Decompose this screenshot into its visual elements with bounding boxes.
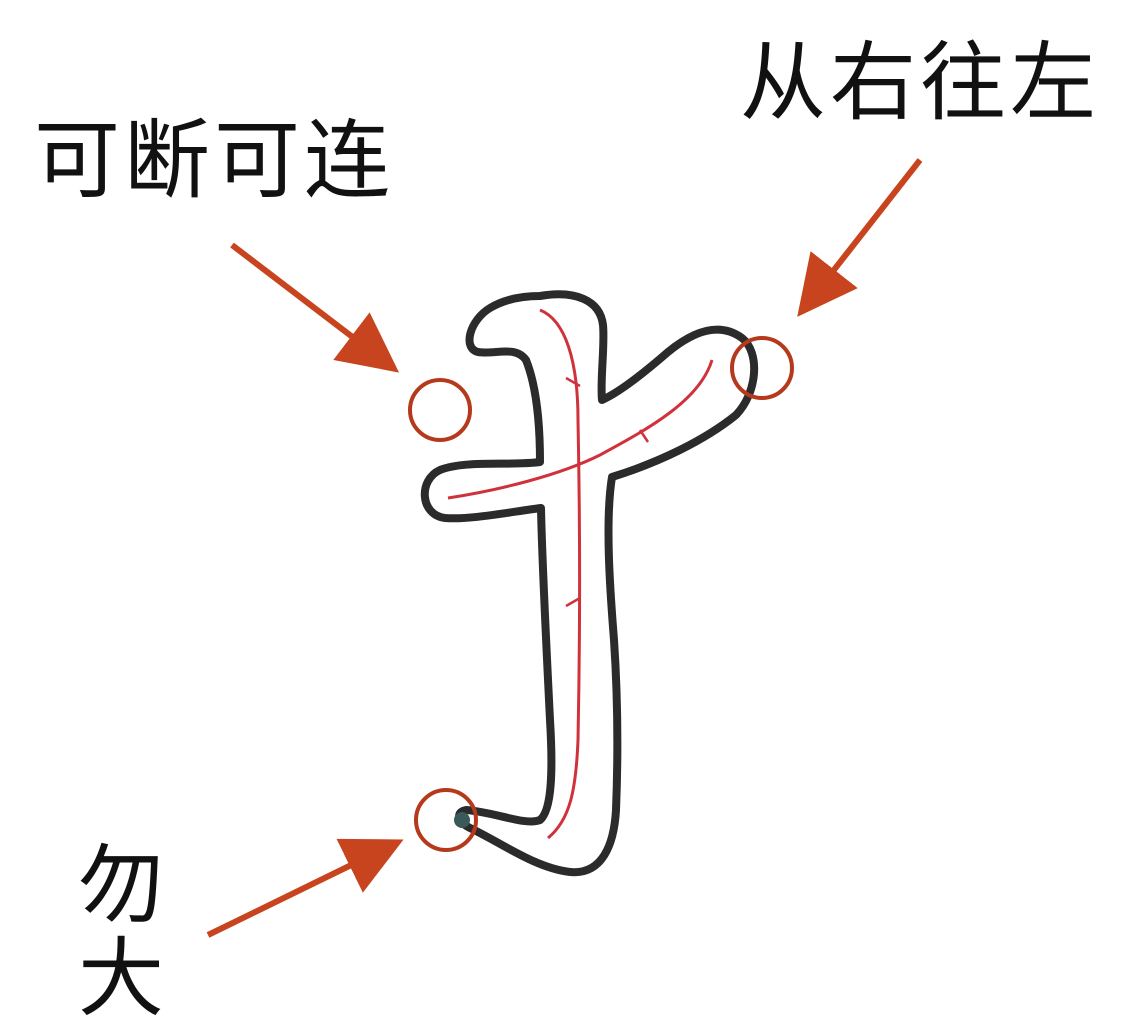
character-glyph xyxy=(420,290,758,877)
highlight-circle-bottom xyxy=(414,788,478,852)
highlight-circle-left xyxy=(408,378,472,442)
label-can-break-or-connect: 可断可连 xyxy=(34,111,394,211)
label-right-to-left: 从右往左 xyxy=(740,33,1100,133)
arrow-left xyxy=(230,242,400,373)
label-not-too-large: 勿大 xyxy=(78,836,164,1029)
arrow-right xyxy=(797,158,923,317)
glyph-outline xyxy=(420,290,758,877)
ink-dot xyxy=(454,812,470,828)
glyph-centerline-vertical xyxy=(539,308,581,840)
glyph-centerline-tick xyxy=(565,376,650,608)
glyph-centerline-diagonal xyxy=(447,359,714,500)
highlight-circle-right xyxy=(730,336,794,400)
arrow-bottom xyxy=(206,838,404,938)
